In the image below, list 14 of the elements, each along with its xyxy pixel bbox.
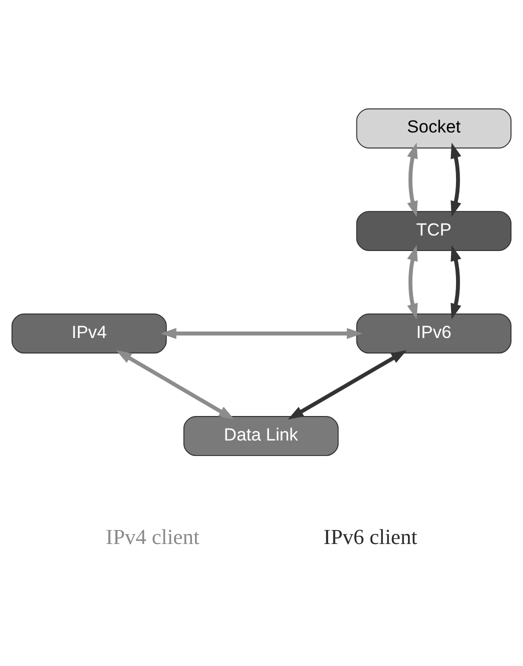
arrow bbox=[116, 350, 234, 419]
node-box: IPv6 bbox=[356, 312, 512, 354]
arrow bbox=[407, 142, 418, 216]
arrow bbox=[450, 244, 462, 319]
arrow bbox=[450, 142, 462, 216]
node-box: IPv4 bbox=[12, 312, 167, 354]
arrow bbox=[288, 350, 407, 419]
node-box: Data Link bbox=[183, 416, 339, 456]
label: IPv4 client bbox=[106, 524, 200, 549]
label: IPv6 client bbox=[324, 524, 418, 549]
arrow bbox=[160, 328, 362, 338]
arrow bbox=[407, 244, 418, 319]
node-box: TCP bbox=[356, 210, 512, 250]
node-box: Socket bbox=[356, 108, 512, 148]
